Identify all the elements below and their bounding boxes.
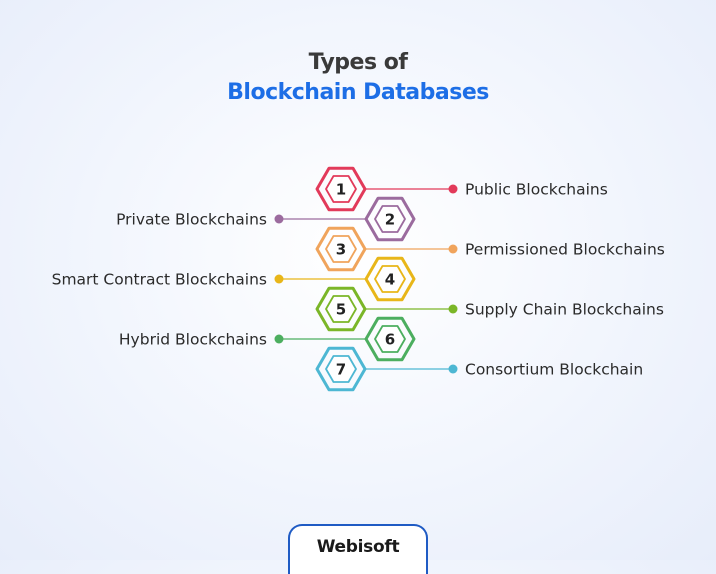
hexagon-outer: [315, 166, 367, 212]
hexagon-number: 5: [336, 301, 346, 319]
hexagon-inner: [374, 325, 406, 353]
item-label: Permissioned Blockchains: [465, 241, 665, 259]
hexagon-inner: [325, 175, 357, 203]
title-line-2: Blockchain Databases: [227, 80, 489, 105]
hexagon-nodes: 1 2 3 4 5 6 7: [315, 166, 416, 392]
connector-dot: [448, 184, 458, 194]
item-label: Consortium Blockchain: [465, 361, 643, 379]
hexagon-number: 1: [336, 181, 346, 199]
item-label: Public Blockchains: [465, 181, 608, 199]
hexagon-outer: [315, 286, 367, 332]
item-label: Supply Chain Blockchains: [465, 301, 664, 319]
hexagon-outer: [364, 196, 416, 242]
hexagon-outer: [364, 256, 416, 302]
hexagon-outer: [315, 346, 367, 392]
brand-tab: Webisoft: [288, 524, 428, 574]
hexagon-number: 7: [336, 361, 346, 379]
item-label: Smart Contract Blockchains: [52, 271, 267, 289]
item-label: Hybrid Blockchains: [119, 331, 267, 349]
item-label: Private Blockchains: [116, 211, 267, 229]
hexagon-inner: [374, 205, 406, 233]
hexagon-inner: [325, 235, 357, 263]
connector-dot: [274, 334, 284, 344]
hexagon-number: 6: [385, 331, 395, 349]
hexagon-number: 2: [385, 211, 395, 229]
hexagon-outer: [364, 316, 416, 362]
connector-dot: [274, 274, 284, 284]
hexagon-number: 3: [336, 241, 346, 259]
connector-dot: [448, 304, 458, 314]
hexagon-inner: [374, 265, 406, 293]
connector-dot: [448, 244, 458, 254]
hexagon-inner: [325, 295, 357, 323]
hexagon-outer: [315, 226, 367, 272]
connector-lines: [274, 184, 458, 374]
hexagon-number: 4: [385, 271, 395, 289]
connector-dot: [448, 364, 458, 374]
hexagon-inner: [325, 355, 357, 383]
title-line-1: Types of: [308, 50, 408, 75]
brand-name: Webisoft: [316, 537, 400, 557]
connector-dot: [274, 214, 284, 224]
